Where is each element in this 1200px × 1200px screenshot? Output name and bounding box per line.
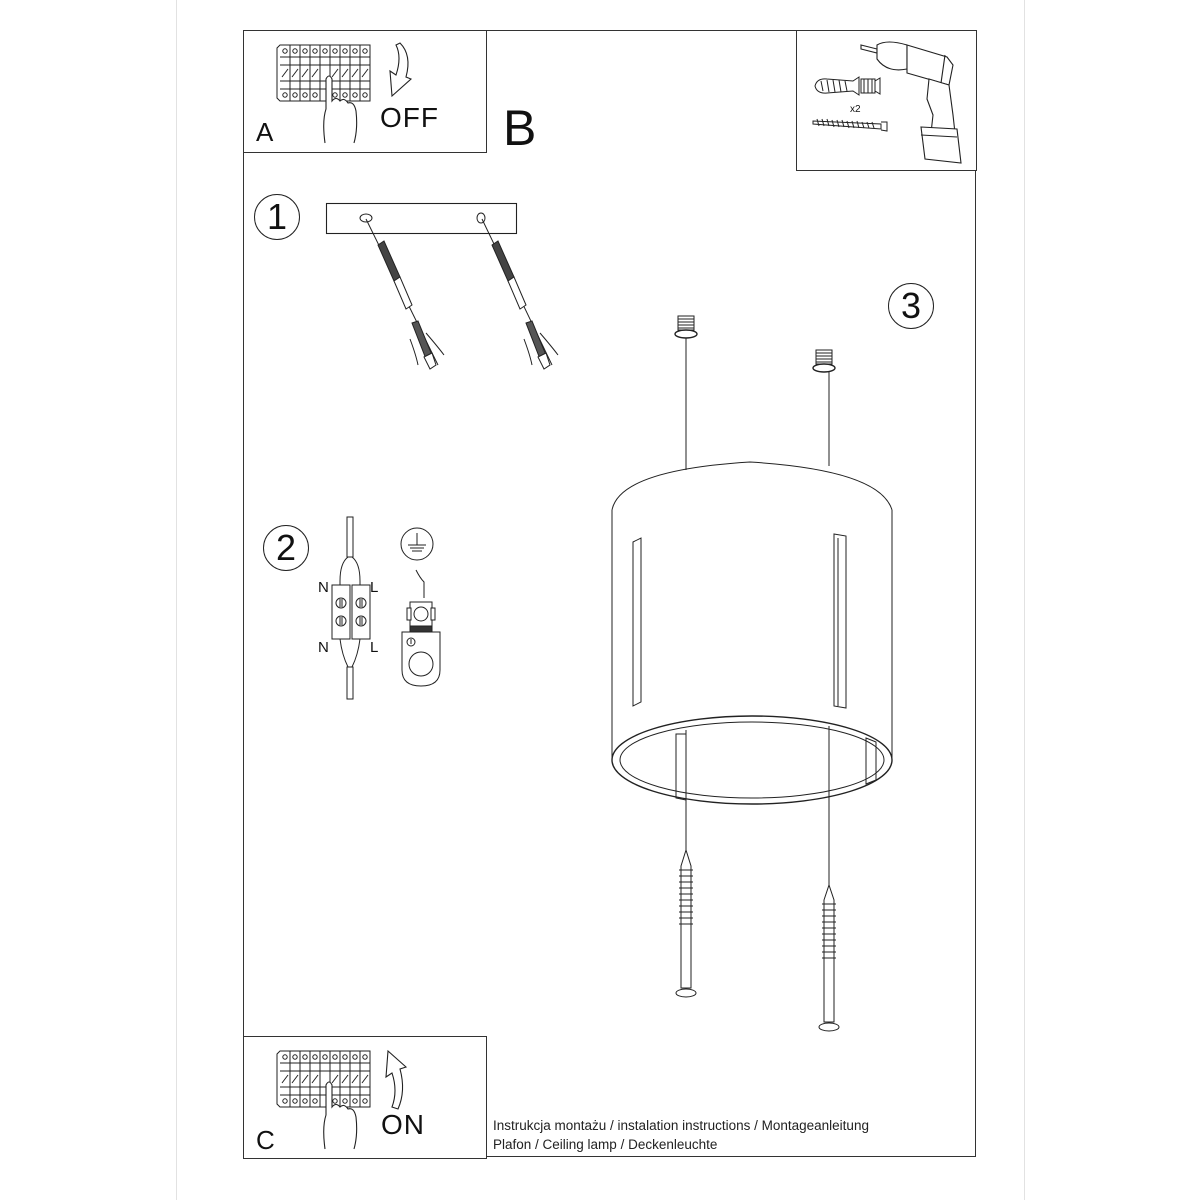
- caption-instructions: Instrukcja montażu / instalation instruc…: [493, 1118, 869, 1133]
- caption-product-type: Plafon / Ceiling lamp / Deckenleuchte: [493, 1137, 718, 1152]
- arrow-down-icon: [389, 42, 413, 98]
- panel-a-letter: A: [256, 117, 274, 147]
- panel-c-power-on: C ON: [243, 1036, 487, 1159]
- label-l-top: L: [370, 579, 379, 596]
- panel-c-letter: C: [256, 1125, 275, 1155]
- power-off-label: OFF: [380, 102, 439, 133]
- screw-icon: [812, 118, 888, 132]
- panel-b-letter: B: [503, 100, 537, 156]
- step-3-number: 3: [888, 283, 934, 329]
- page-edge-left: [176, 0, 177, 1200]
- screw-and-plug-right: [481, 218, 559, 370]
- ground-terminal-icon: [401, 569, 441, 687]
- screw-and-plug-left: [365, 218, 445, 370]
- instruction-frame: [243, 30, 976, 1157]
- quantity-label: x2: [850, 104, 861, 115]
- label-n-bottom: N: [318, 639, 329, 656]
- hand-icon: [323, 75, 358, 144]
- label-n-top: N: [318, 579, 329, 596]
- step-1-number: 1: [254, 194, 300, 240]
- terminal-block-icon: [331, 516, 371, 700]
- lamp-cylinder-icon: [611, 315, 893, 1032]
- wall-plug-icon: [814, 76, 881, 96]
- drill-icon: [860, 41, 962, 164]
- step-2-number: 2: [263, 525, 309, 571]
- hand-icon: [323, 1081, 358, 1150]
- panel-a-power-off: A OFF: [243, 30, 487, 153]
- circuit-breaker-icon: [276, 1050, 371, 1108]
- power-on-label: ON: [381, 1109, 425, 1140]
- arrow-up-icon: [385, 1049, 408, 1110]
- threaded-insert-icon: [674, 315, 698, 339]
- label-l-bottom: L: [370, 639, 379, 656]
- ground-symbol-icon: [400, 527, 434, 561]
- page-edge-right: [1024, 0, 1025, 1200]
- mounting-bracket-icon: [325, 202, 518, 235]
- screw-icon: [675, 848, 697, 998]
- tools-panel: x2: [796, 30, 977, 171]
